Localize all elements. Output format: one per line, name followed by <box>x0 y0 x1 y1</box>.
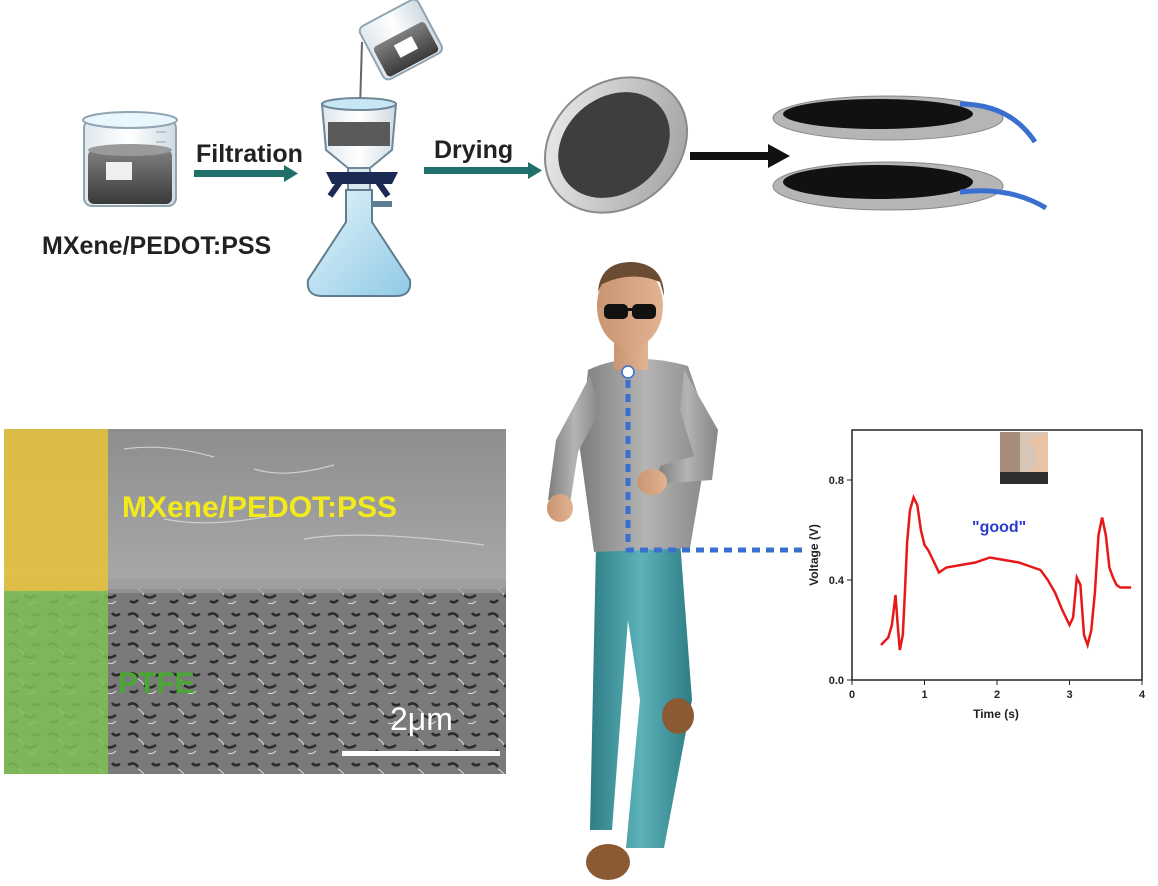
y-tick-label: 0.0 <box>829 675 844 687</box>
mxene-layer-highlight <box>4 429 108 591</box>
scale-bar <box>342 751 500 756</box>
arrow-icon <box>194 165 298 182</box>
sensor-dot <box>621 365 635 379</box>
person-figure <box>547 262 718 880</box>
sunglasses-icon <box>604 304 628 319</box>
filtration-flask-icon <box>306 97 412 297</box>
beaker-icon <box>82 111 178 207</box>
x-tick-label: 1 <box>921 689 927 701</box>
arrow-icon <box>690 144 790 168</box>
electrode-bottom-icon <box>772 161 1048 211</box>
arrow-icon <box>424 162 542 179</box>
voltage-chart: 0 1 2 3 4 0.0 0.4 0.8 "good" Time (s) Voltage (… <box>800 422 1150 722</box>
filtration-label: Filtration <box>196 140 303 168</box>
drying-label: Drying <box>434 136 514 164</box>
pour-stream <box>359 41 363 109</box>
y-axis-label: Voltage (V) <box>807 524 821 586</box>
x-tick-label: 2 <box>994 689 1000 701</box>
solution-label: MXene/PEDOT:PSS <box>42 232 272 260</box>
x-tick-label: 4 <box>1139 689 1146 701</box>
pouring-beaker-icon <box>358 0 443 81</box>
connector-line <box>625 380 806 553</box>
y-tick-label: 0.8 <box>829 475 844 487</box>
film-disk-icon <box>543 76 689 214</box>
annotation-good: "good" <box>972 519 1026 536</box>
mxene-layer-label: MXene/PEDOT:PSS <box>122 491 398 524</box>
x-tick-label: 3 <box>1066 689 1072 701</box>
throat-photo-icon <box>1000 432 1048 484</box>
voltage-series-line <box>880 494 1132 651</box>
electrode-top-icon <box>772 95 1038 144</box>
ptfe-layer-highlight <box>4 591 108 774</box>
ptfe-layer-label: PTFE <box>118 667 195 700</box>
x-axis-label: Time (s) <box>973 707 1019 721</box>
x-tick-label: 0 <box>849 689 855 701</box>
sem-image: MXene/PEDOT:PSS PTFE 2μm <box>4 429 506 774</box>
y-tick-label: 0.4 <box>829 575 845 587</box>
scale-bar-label: 2μm <box>390 701 453 737</box>
